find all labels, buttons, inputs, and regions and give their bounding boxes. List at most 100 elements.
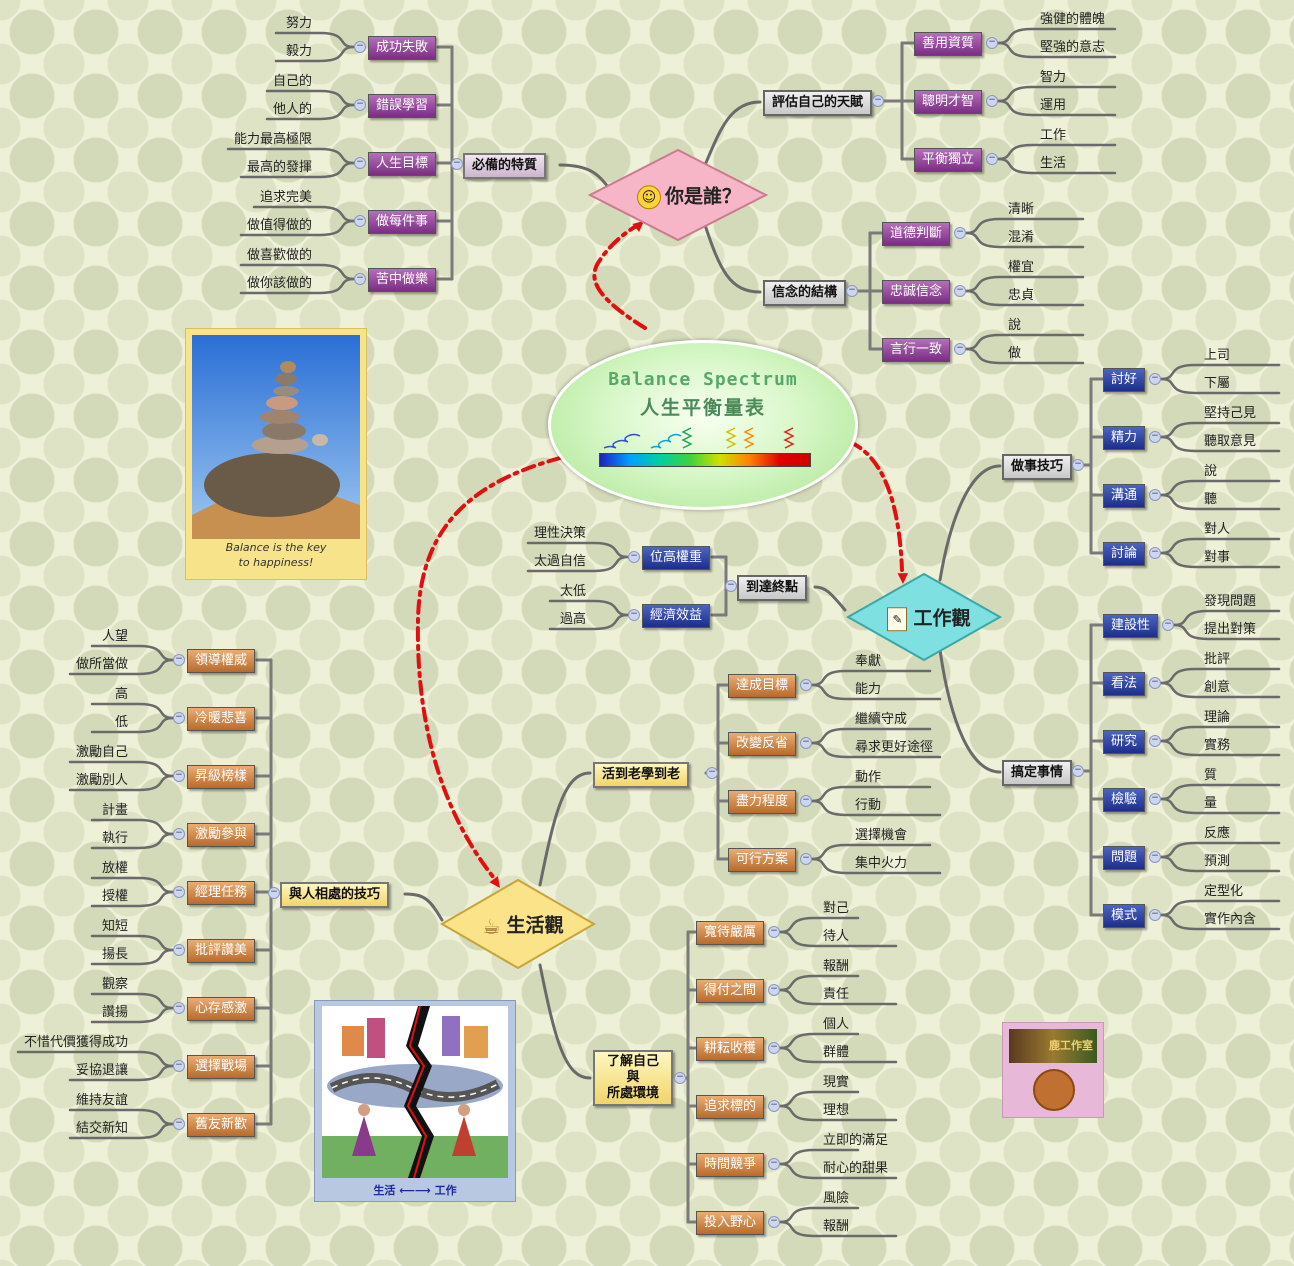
collapse-toggle-icon[interactable]: − xyxy=(173,1060,185,1072)
collapse-toggle-icon[interactable]: − xyxy=(1149,489,1161,501)
group-改變反省[interactable]: 改變反省 xyxy=(728,732,797,756)
group-溝通[interactable]: 溝通 xyxy=(1103,484,1146,508)
collapse-toggle-icon[interactable]: − xyxy=(986,153,998,165)
collapse-toggle-icon[interactable]: − xyxy=(768,1042,780,1054)
collapse-toggle-icon[interactable]: − xyxy=(954,285,966,297)
collapse-toggle-icon[interactable]: − xyxy=(800,853,812,865)
collapse-toggle-icon[interactable]: − xyxy=(1149,793,1161,805)
group-投入野心[interactable]: 投入野心 xyxy=(696,1211,765,1235)
collapse-toggle-icon[interactable]: − xyxy=(173,654,185,666)
collapse-toggle-icon[interactable]: − xyxy=(354,99,366,111)
group-批評讚美[interactable]: 批評讚美 xyxy=(187,939,256,963)
group-平衡獨立[interactable]: 平衡獨立 xyxy=(914,148,983,172)
group-模式[interactable]: 模式 xyxy=(1103,904,1146,928)
collapse-toggle-icon[interactable]: − xyxy=(173,712,185,724)
collapse-toggle-icon[interactable]: − xyxy=(768,1100,780,1112)
collapse-toggle-icon[interactable]: − xyxy=(354,273,366,285)
collapse-toggle-icon[interactable]: − xyxy=(354,41,366,53)
group-研究[interactable]: 研究 xyxy=(1103,730,1146,754)
group-位高權重[interactable]: 位高權重 xyxy=(642,546,711,570)
collapse-toggle-icon[interactable]: − xyxy=(1149,851,1161,863)
collapse-toggle-icon[interactable]: − xyxy=(451,158,463,170)
group-經濟效益[interactable]: 經濟效益 xyxy=(642,604,711,628)
who-node[interactable]: ☺你是誰？ xyxy=(588,148,768,242)
group-做每件事[interactable]: 做每件事 xyxy=(368,210,437,234)
group-時間競爭[interactable]: 時間競爭 xyxy=(696,1153,765,1177)
group-道德判斷[interactable]: 道德判斷 xyxy=(882,222,951,246)
group-寬待嚴厲[interactable]: 寬待嚴厲 xyxy=(696,921,765,945)
group-心存感激[interactable]: 心存感激 xyxy=(187,997,256,1021)
collapse-toggle-icon[interactable]: − xyxy=(1149,735,1161,747)
collapse-toggle-icon[interactable]: − xyxy=(268,887,280,899)
collapse-toggle-icon[interactable]: − xyxy=(1149,373,1161,385)
group-選擇戰場[interactable]: 選擇戰場 xyxy=(187,1055,256,1079)
group-昇級榜樣[interactable]: 昇級榜樣 xyxy=(187,765,256,789)
work-node[interactable]: ✎工作觀 xyxy=(846,572,1002,662)
collapse-toggle-icon[interactable]: − xyxy=(872,95,884,107)
group-人生目標[interactable]: 人生目標 xyxy=(368,152,437,176)
collapse-toggle-icon[interactable]: − xyxy=(173,770,185,782)
collapse-toggle-icon[interactable]: − xyxy=(986,37,998,49)
group-聰明才智[interactable]: 聰明才智 xyxy=(914,90,983,114)
collapse-toggle-icon[interactable]: − xyxy=(800,737,812,749)
collapse-toggle-icon[interactable]: − xyxy=(173,1118,185,1130)
collapse-toggle-icon[interactable]: − xyxy=(1149,677,1161,689)
collapse-toggle-icon[interactable]: − xyxy=(954,343,966,355)
collapse-toggle-icon[interactable]: − xyxy=(628,609,640,621)
collapse-toggle-icon[interactable]: − xyxy=(725,580,737,592)
group-得付之間[interactable]: 得付之間 xyxy=(696,979,765,1003)
branch-與人相處的技巧[interactable]: 與人相處的技巧 xyxy=(280,882,390,908)
branch-做事技巧[interactable]: 做事技巧 xyxy=(1002,454,1073,480)
collapse-toggle-icon[interactable]: − xyxy=(354,215,366,227)
collapse-toggle-icon[interactable]: − xyxy=(986,95,998,107)
collapse-toggle-icon[interactable]: − xyxy=(800,679,812,691)
group-忠誠信念[interactable]: 忠誠信念 xyxy=(882,280,951,304)
collapse-toggle-icon[interactable]: − xyxy=(173,886,185,898)
group-盡力程度[interactable]: 盡力程度 xyxy=(728,790,797,814)
collapse-toggle-icon[interactable]: − xyxy=(1149,431,1161,443)
collapse-toggle-icon[interactable]: − xyxy=(1072,765,1084,777)
center-topic[interactable]: Balance Spectrum 人生平衡量表 xyxy=(548,340,858,510)
group-領導權威[interactable]: 領導權威 xyxy=(187,649,256,673)
branch-必備的特質[interactable]: 必備的特質 xyxy=(463,153,547,179)
group-舊友新歡[interactable]: 舊友新歡 xyxy=(187,1113,256,1137)
collapse-toggle-icon[interactable]: − xyxy=(768,984,780,996)
collapse-toggle-icon[interactable]: − xyxy=(1149,547,1161,559)
group-檢驗[interactable]: 檢驗 xyxy=(1103,788,1146,812)
collapse-toggle-icon[interactable]: − xyxy=(628,551,640,563)
branch-信念的結構[interactable]: 信念的結構 xyxy=(763,280,847,306)
group-討論[interactable]: 討論 xyxy=(1103,542,1146,566)
collapse-toggle-icon[interactable]: − xyxy=(846,285,858,297)
group-達成目標[interactable]: 達成目標 xyxy=(728,674,797,698)
branch-understand-self-env[interactable]: 了解自己與所處環境 xyxy=(593,1050,673,1106)
group-看法[interactable]: 看法 xyxy=(1103,672,1146,696)
branch-活到老學到老[interactable]: 活到老學到老 xyxy=(593,762,690,788)
collapse-toggle-icon[interactable]: − xyxy=(768,1158,780,1170)
collapse-toggle-icon[interactable]: − xyxy=(173,828,185,840)
collapse-toggle-icon[interactable]: − xyxy=(173,1002,185,1014)
group-建設性[interactable]: 建設性 xyxy=(1103,614,1159,638)
group-追求標的[interactable]: 追求標的 xyxy=(696,1095,765,1119)
collapse-toggle-icon[interactable]: − xyxy=(1072,459,1084,471)
group-錯誤學習[interactable]: 錯誤學習 xyxy=(368,94,437,118)
group-激勵參與[interactable]: 激勵參與 xyxy=(187,823,256,847)
group-問題[interactable]: 問題 xyxy=(1103,846,1146,870)
group-經理任務[interactable]: 經理任務 xyxy=(187,881,256,905)
collapse-toggle-icon[interactable]: − xyxy=(173,944,185,956)
group-精力[interactable]: 精力 xyxy=(1103,426,1146,450)
collapse-toggle-icon[interactable]: − xyxy=(1149,909,1161,921)
collapse-toggle-icon[interactable]: − xyxy=(768,926,780,938)
group-可行方案[interactable]: 可行方案 xyxy=(728,848,797,872)
group-言行一致[interactable]: 言行一致 xyxy=(882,338,951,362)
collapse-toggle-icon[interactable]: − xyxy=(674,1072,686,1084)
group-成功失敗[interactable]: 成功失敗 xyxy=(368,36,437,60)
collapse-toggle-icon[interactable]: − xyxy=(1162,619,1174,631)
branch-搞定事情[interactable]: 搞定事情 xyxy=(1002,760,1073,786)
group-苦中做樂[interactable]: 苦中做樂 xyxy=(368,268,437,292)
group-耕耘收穫[interactable]: 耕耘收穫 xyxy=(696,1037,765,1061)
life-node[interactable]: ☕生活觀 xyxy=(440,878,596,970)
collapse-toggle-icon[interactable]: − xyxy=(800,795,812,807)
collapse-toggle-icon[interactable]: − xyxy=(354,157,366,169)
collapse-toggle-icon[interactable]: − xyxy=(768,1216,780,1228)
collapse-toggle-icon[interactable]: − xyxy=(954,227,966,239)
